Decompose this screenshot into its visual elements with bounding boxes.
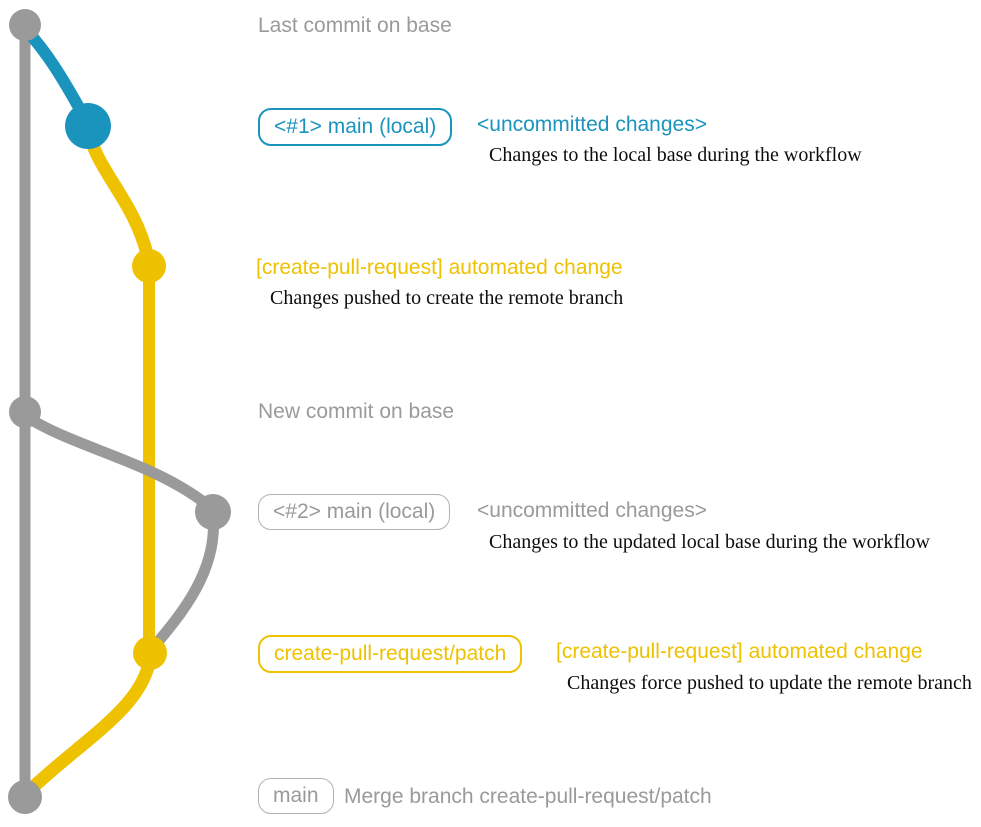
commit-message-uncommitted-2: <uncommitted changes> (477, 499, 707, 522)
branch-badge-main-local-2: <#2> main (local) (258, 494, 451, 530)
automated-change-edge (81, 121, 155, 265)
last-commit-annotation: Last commit on base (258, 14, 452, 37)
commit-dot-uncommitted-2 (195, 494, 231, 530)
merge-edge (21, 651, 157, 799)
commit-dot-automated-2 (133, 636, 167, 670)
commit-dot-last-base (9, 9, 41, 41)
commit-message-automated-1: [create-pull-request] automated change (256, 256, 623, 279)
rebase-edge (145, 510, 219, 656)
branch-badge-main-final: main (258, 778, 334, 814)
merge-commit-message: Merge branch create-pull-request/patch (344, 785, 712, 808)
commit-description-uncommitted-1: Changes to the local base during the wor… (489, 144, 862, 166)
new-commit-annotation: New commit on base (258, 400, 455, 423)
branch-badge-patch: create-pull-request/patch (258, 635, 523, 673)
commit-dot-automated-1 (132, 249, 166, 283)
commit-dot-merge (8, 780, 42, 814)
commit-dot-uncommitted-1 (65, 103, 111, 149)
commit-description-automated-2: Changes force pushed to update the remot… (567, 672, 972, 694)
commit-message-automated-2: [create-pull-request] automated change (556, 640, 923, 663)
branch-badge-main-local-1: <#1> main (local) (258, 108, 453, 146)
commit-message-uncommitted-1: <uncommitted changes> (477, 113, 707, 136)
commit-description-automated-1: Changes pushed to create the remote bran… (270, 287, 624, 309)
commit-description-uncommitted-2: Changes to the updated local base during… (489, 531, 930, 553)
commit-dot-new-base (9, 396, 41, 428)
updated-base-edge (21, 411, 216, 513)
